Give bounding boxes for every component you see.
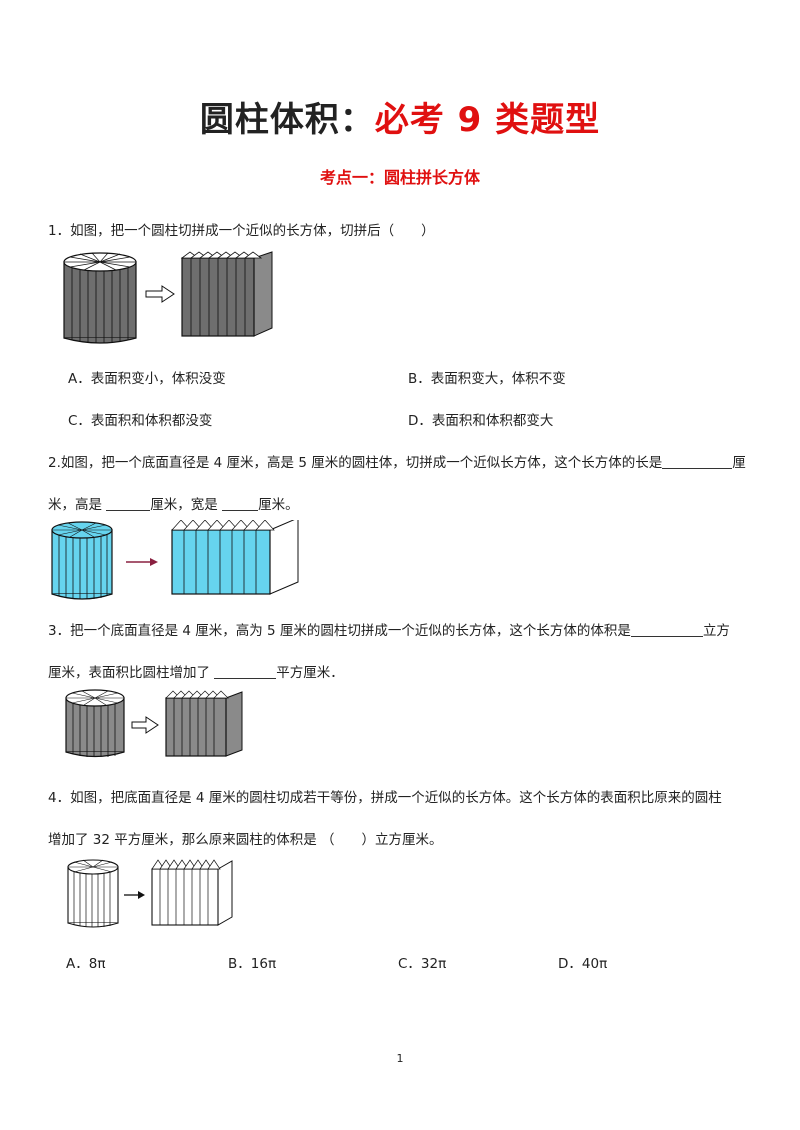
question-4-line-1: 4．如图，把底面直径是 4 厘米的圆柱切成若干等份，拼成一个近似的长方体。这个长…	[48, 790, 722, 806]
question-3-line-2: 厘米，表面积比圆柱增加了 平方厘米．	[48, 661, 344, 681]
page-title-highlight: 必考 9 类题型	[374, 100, 601, 140]
question-2-text-height: 米，高是	[48, 497, 102, 513]
question-2-text-width: 厘米，宽是	[150, 497, 218, 513]
question-3-line-1: 3．把一个底面直径是 4 厘米，高为 5 厘米的圆柱切拼成一个近似的长方体，这个…	[48, 619, 730, 639]
question-1-option-d[interactable]: D．表面积和体积都变大	[408, 413, 554, 429]
question-4-figure	[67, 859, 233, 928]
question-3-text: 3．把一个底面直径是 4 厘米，高为 5 厘米的圆柱切拼成一个近似的长方体，这个…	[48, 623, 631, 639]
question-1-option-c[interactable]: C．表面积和体积都没变	[68, 413, 213, 429]
question-4-option-a[interactable]: A．8π	[66, 956, 106, 972]
question-2-height-blank[interactable]	[106, 496, 151, 511]
question-4-option-b[interactable]: B．16π	[228, 956, 277, 972]
question-3-volume-blank[interactable]	[630, 622, 703, 637]
section-heading: 考点一：圆柱拼长方体	[319, 168, 480, 187]
question-2-text-end: 厘	[732, 455, 746, 471]
question-2-figure	[51, 520, 299, 600]
question-2-text-tail: 厘米。	[258, 497, 299, 513]
question-2-line-1: 2.如图，把一个底面直径是 4 厘米，高是 5 厘米的圆柱体，切拼成一个近似长方…	[48, 451, 746, 471]
question-4-line-2: 增加了 32 平方厘米，那么原来圆柱的体积是 （ ）立方厘米。	[48, 832, 443, 848]
question-2-line-2: 米，高是 厘米，宽是 厘米。	[48, 493, 299, 513]
question-3-text-end: 立方	[702, 623, 730, 639]
question-2-length-blank[interactable]	[662, 454, 733, 469]
question-1-text: 1．如图，把一个圆柱切拼成一个近似的长方体，切拼后（ ）	[48, 223, 435, 239]
page-title-main: 圆柱体积：	[199, 100, 375, 140]
question-1-figure	[63, 251, 273, 344]
page-number: 1	[396, 1052, 404, 1065]
question-1-option-a[interactable]: A．表面积变小，体积没变	[68, 371, 226, 387]
question-1-option-b[interactable]: B．表面积变大，体积不变	[408, 371, 566, 387]
question-3-text-surface: 厘米，表面积比圆柱增加了	[48, 665, 210, 681]
question-4-option-d[interactable]: D．40π	[558, 956, 608, 972]
question-2-text: 2.如图，把一个底面直径是 4 厘米，高是 5 厘米的圆柱体，切拼成一个近似长方…	[48, 455, 663, 471]
question-3-text-tail: 平方厘米．	[276, 665, 344, 681]
question-2-width-blank[interactable]	[222, 496, 259, 511]
question-3-figure	[65, 689, 243, 758]
page-title: 圆柱体积：必考 9 类题型	[0, 92, 800, 141]
question-3-surface-blank[interactable]	[214, 664, 277, 679]
question-4-option-c[interactable]: C．32π	[398, 956, 447, 972]
